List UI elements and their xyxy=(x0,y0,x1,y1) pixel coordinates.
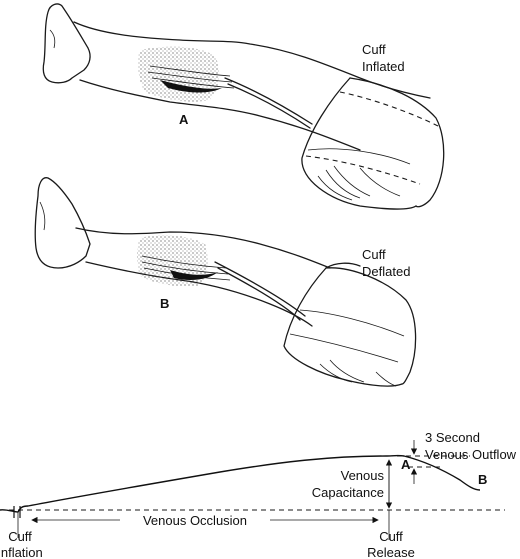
leg-bottom-edge-a xyxy=(79,79,361,151)
leg-illustration-a xyxy=(42,3,445,210)
cuff-a-label-line1: Cuff xyxy=(362,42,386,57)
leg-illustration-b xyxy=(34,177,417,387)
leg-bottom-edge-b xyxy=(85,261,313,327)
cuff-inflated xyxy=(301,77,445,210)
release-label-line2: Release xyxy=(367,545,415,559)
capacitance-label-line2: Capacitance xyxy=(312,485,384,500)
cuff-deflated xyxy=(283,262,417,387)
foot-b xyxy=(34,177,91,269)
outflow-label-line1: 3 Second xyxy=(425,430,480,445)
inflation-label-line2: Inflation xyxy=(0,545,43,559)
occlusion-label: Venous Occlusion xyxy=(143,513,247,528)
calf-muscle-b xyxy=(137,235,208,287)
inflation-label-line1: Cuff xyxy=(8,529,32,544)
outflow-label-line2: Venous Outflow xyxy=(425,447,517,462)
cuff-a-label-line2: Inflated xyxy=(362,59,405,74)
release-label-line1: Cuff xyxy=(379,529,403,544)
leg-top-edge-b xyxy=(75,227,331,269)
foot-a xyxy=(42,3,91,84)
panel-b-label: B xyxy=(160,296,169,311)
panel-a-label: A xyxy=(179,112,189,127)
graph-point-b: B xyxy=(478,472,487,487)
cuff-b-label-line1: Cuff xyxy=(362,247,386,262)
graph-point-a: A xyxy=(401,457,411,472)
venous-volume-graph xyxy=(0,440,505,540)
capacitance-label-line1: Venous xyxy=(341,468,385,483)
cuff-b-label-line2: Deflated xyxy=(362,264,410,279)
calf-muscle-a xyxy=(137,46,220,102)
